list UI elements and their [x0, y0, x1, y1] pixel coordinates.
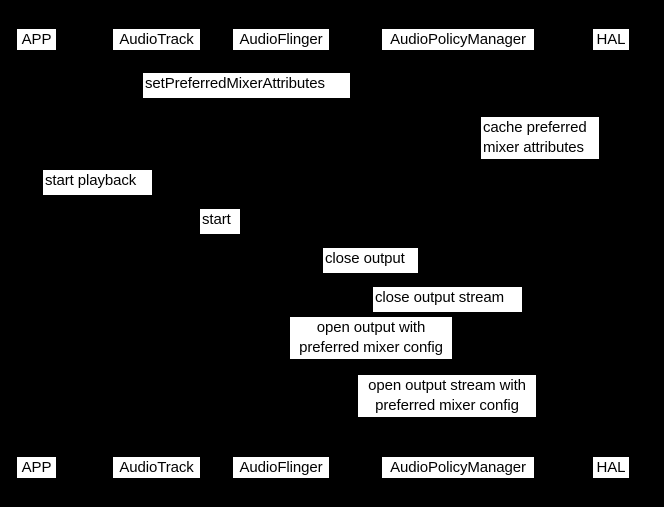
participant-bottom-audiopolicymanager[interactable]: AudioPolicyManager — [382, 457, 534, 478]
participant-top-app[interactable]: APP — [17, 29, 56, 50]
participant-bottom-audiotrack[interactable]: AudioTrack — [113, 457, 200, 478]
message-label-cache-preferred-mixer-attributes[interactable]: cache preferred mixer attributes — [481, 117, 599, 159]
message-label-close-output-stream[interactable]: close output stream — [373, 287, 522, 312]
lifeline-app — [35, 51, 36, 457]
lifeline-audiotrack — [155, 51, 156, 457]
participant-bottom-hal[interactable]: HAL — [593, 457, 629, 478]
message-label-start[interactable]: start — [200, 209, 240, 234]
participant-bottom-audioflinger[interactable]: AudioFlinger — [233, 457, 329, 478]
participant-bottom-app[interactable]: APP — [17, 457, 56, 478]
participant-top-hal[interactable]: HAL — [593, 29, 629, 50]
lifeline-audiopolicymanager — [457, 51, 458, 457]
message-label-open-output-with-preferred-mixer-config[interactable]: open output with preferred mixer config — [290, 317, 452, 359]
participant-top-audiopolicymanager[interactable]: AudioPolicyManager — [382, 29, 534, 50]
message-label-set-preferred-mixer-attributes[interactable]: setPreferredMixerAttributes — [143, 73, 350, 98]
participant-top-audioflinger[interactable]: AudioFlinger — [233, 29, 329, 50]
participant-top-audiotrack[interactable]: AudioTrack — [113, 29, 200, 50]
message-label-open-output-stream-with-preferred-mixer-config[interactable]: open output stream with preferred mixer … — [358, 375, 536, 417]
lifeline-audioflinger — [280, 51, 281, 457]
message-label-start-playback[interactable]: start playback — [43, 170, 152, 195]
message-label-close-output[interactable]: close output — [323, 248, 418, 273]
lifeline-hal — [610, 51, 611, 457]
